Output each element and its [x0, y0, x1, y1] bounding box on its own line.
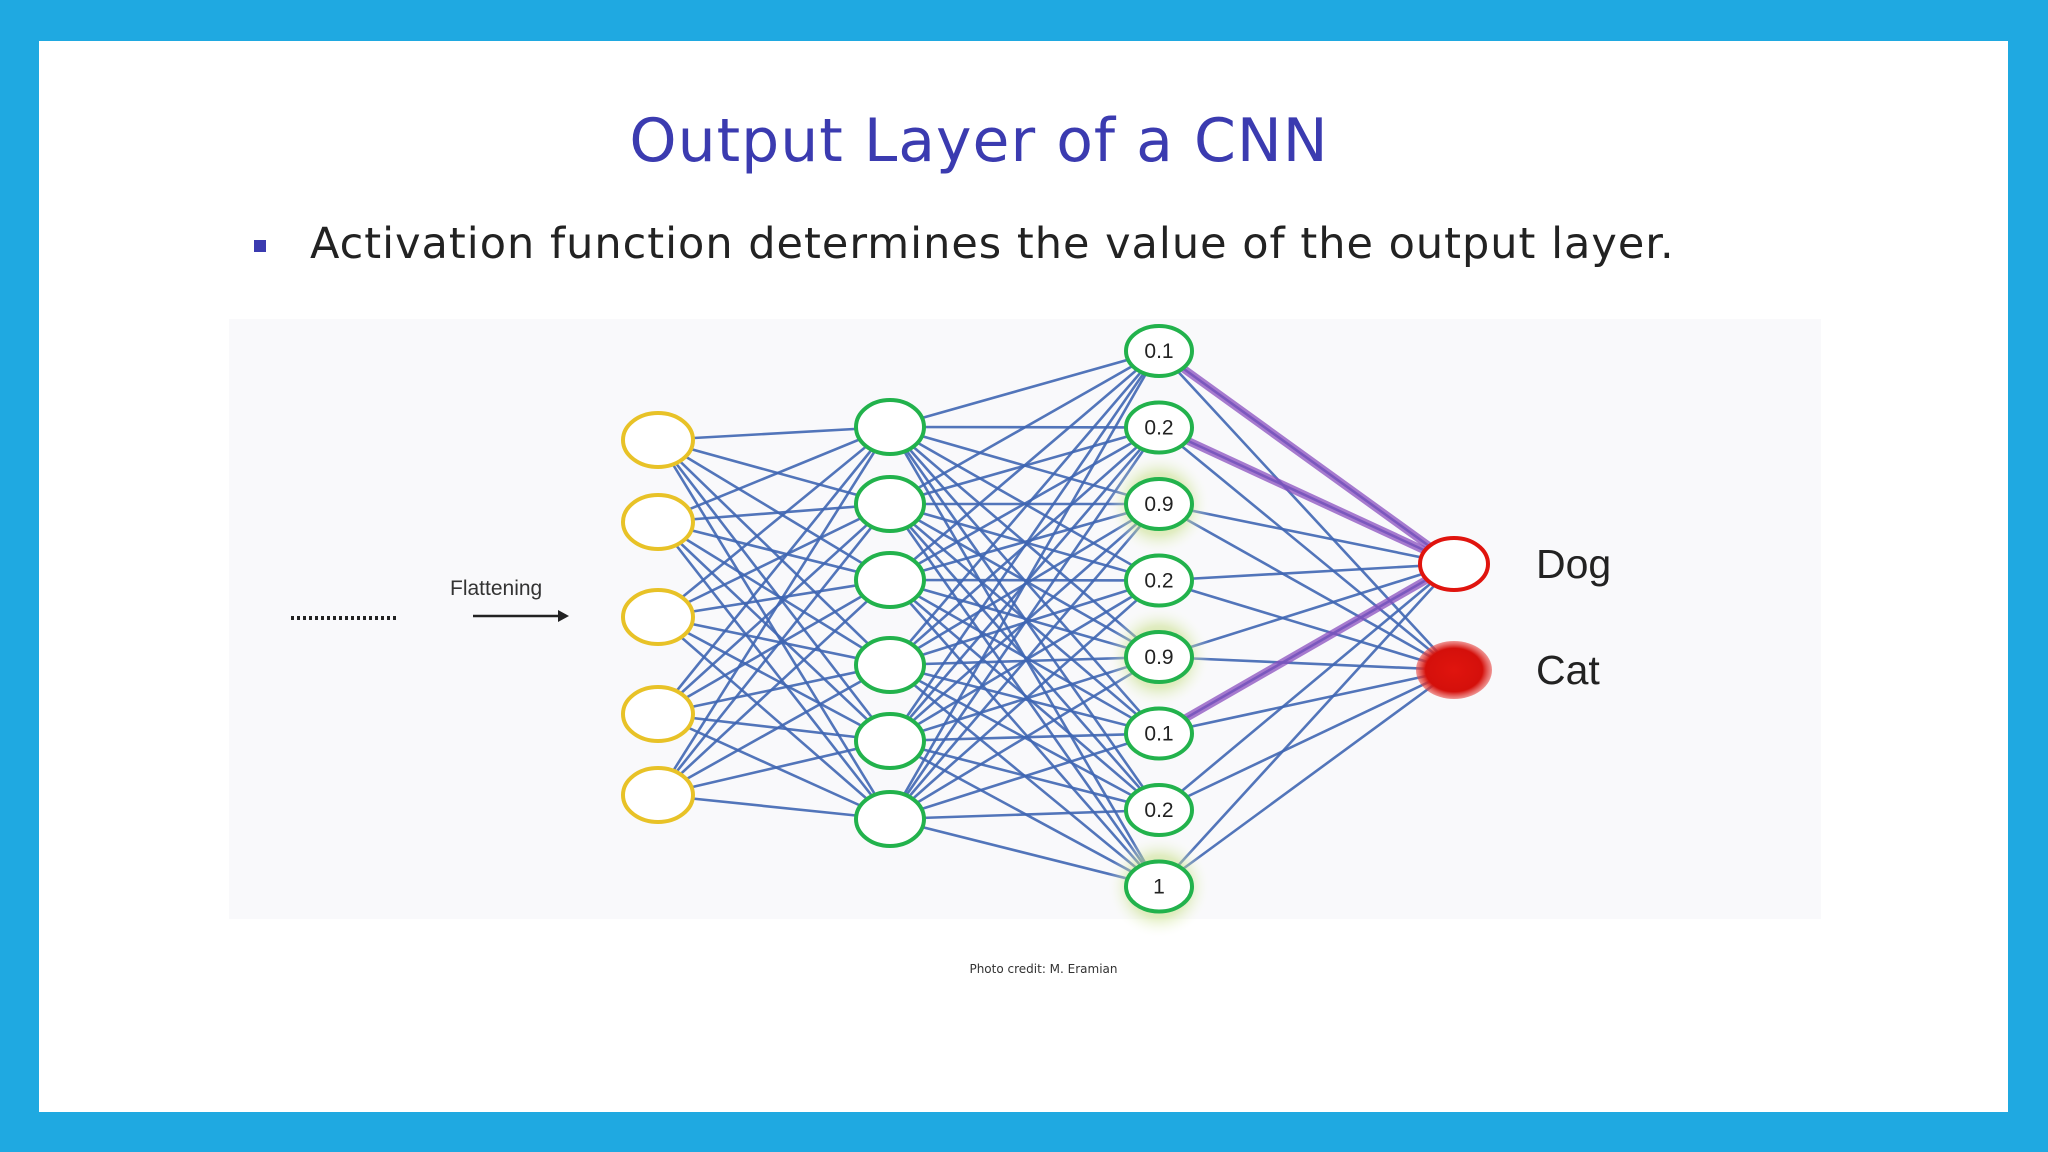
fc-node-value: 0.9 — [1144, 646, 1173, 669]
edge-input-hidden — [657, 616, 891, 820]
edge-input-hidden — [657, 438, 891, 506]
input-node — [621, 493, 695, 551]
edge-fc-output — [1158, 668, 1455, 888]
edge-fc-output — [1158, 563, 1455, 811]
edge-hidden-fc — [889, 808, 1160, 821]
edge-input-hidden — [657, 521, 891, 742]
edge-input-hidden — [657, 663, 891, 716]
edge-hidden-fc — [888, 350, 1161, 820]
slide: Output Layer of a CNN Activation functio… — [39, 41, 2008, 1112]
hidden-node — [854, 398, 926, 456]
edge-input-hidden — [656, 439, 892, 820]
edge-hidden-fc — [889, 349, 1160, 506]
bullet-text: Activation function determines the value… — [310, 219, 1675, 269]
edge-hidden-fc — [889, 578, 1160, 582]
edge-hidden-fc — [889, 350, 1160, 581]
edge-input-hidden — [656, 426, 892, 715]
fc-node — [1124, 400, 1194, 455]
highlight-edge — [1155, 423, 1458, 568]
edge-fc-output — [1158, 562, 1455, 582]
edge-hidden-fc — [889, 350, 1160, 666]
edge-input-hidden — [656, 426, 892, 796]
edge-input-hidden — [657, 712, 891, 743]
edge-fc-output — [1158, 668, 1455, 812]
edge-input-hidden — [657, 425, 891, 442]
output-node-cat — [1416, 641, 1492, 699]
hidden-node — [854, 636, 926, 694]
input-node — [621, 411, 695, 469]
edge-input-hidden — [657, 425, 891, 619]
edge-input-hidden — [656, 439, 892, 742]
edge-input-hidden — [657, 425, 891, 524]
edge-input-hidden — [657, 793, 891, 821]
input-node — [621, 588, 695, 646]
edge-input-hidden — [657, 520, 891, 582]
fc-node — [1124, 477, 1194, 531]
fc-node-value: 0.2 — [1144, 417, 1173, 440]
edge-fc-output — [1158, 563, 1455, 888]
fc-node-value: 1 — [1153, 876, 1165, 899]
fc-node — [1124, 553, 1194, 608]
fc-node — [1124, 706, 1194, 761]
edge-fc-output — [1158, 668, 1455, 735]
highlighted-edges — [1155, 347, 1458, 738]
edge-hidden-fc — [889, 579, 1160, 811]
flatten-label: Flattening — [450, 577, 542, 600]
bullet-marker — [254, 240, 266, 252]
flatten-arrow — [473, 610, 569, 622]
edge-input-hidden — [657, 615, 891, 743]
hidden-node — [854, 551, 926, 609]
fc-node-value: 0.1 — [1144, 723, 1173, 746]
fc-node — [1124, 783, 1194, 837]
hidden-node — [854, 475, 926, 533]
input-node — [621, 685, 695, 743]
output-node-dog — [1418, 536, 1490, 592]
edge-input-hidden — [656, 503, 892, 796]
edge-hidden-fc — [889, 732, 1160, 821]
network-nodes: 0.1 0.2 0.9 0.2 0.9 0.1 0.2 1 — [621, 324, 1492, 914]
output-label-cat: Cat — [1536, 647, 1600, 693]
hidden-node — [854, 712, 926, 770]
edge-input-hidden — [657, 502, 891, 619]
edge-input-hidden — [657, 579, 891, 796]
photo-credit: Photo credit: M. Eramian — [969, 962, 1118, 976]
edge-input-hidden — [656, 521, 892, 820]
edge-fc-output — [1158, 426, 1455, 672]
edge-hidden-fc — [889, 426, 1160, 582]
edge-input-hidden — [657, 615, 891, 667]
hidden-node — [854, 790, 926, 848]
highlight-edge — [1155, 560, 1458, 738]
edge-input-hidden — [657, 520, 891, 667]
slide-title: Output Layer of a CNN — [629, 106, 1329, 176]
fc-node — [1124, 859, 1194, 914]
edge-fc-output — [1158, 502, 1455, 672]
edge-input-hidden — [657, 502, 891, 524]
fc-node — [1124, 324, 1194, 378]
edge-hidden-fc — [889, 349, 1160, 429]
edge-hidden-fc — [889, 579, 1160, 820]
edge-input-hidden — [657, 439, 891, 666]
highlight-edge — [1155, 347, 1458, 568]
edge-fc-output — [1158, 579, 1455, 672]
fc-node-value: 0.9 — [1144, 493, 1173, 516]
edge-hidden-fc — [889, 655, 1160, 821]
edge-input-hidden — [657, 739, 891, 797]
fc-node-value: 0.1 — [1144, 340, 1173, 363]
output-label-dog: Dog — [1536, 541, 1611, 587]
input-node — [621, 766, 695, 824]
edge-input-hidden — [657, 663, 891, 797]
fc-node-value: 0.2 — [1144, 799, 1173, 822]
edge-hidden-fc — [888, 350, 1161, 742]
fc-node-value: 0.2 — [1144, 570, 1173, 593]
edge-input-hidden — [657, 578, 891, 716]
edge-hidden-fc — [889, 578, 1160, 735]
edge-hidden-fc — [889, 579, 1160, 888]
bullet-item: Activation function determines the value… — [254, 219, 1675, 269]
edge-hidden-fc — [889, 503, 1160, 820]
edge-input-hidden — [657, 578, 891, 619]
edge-input-hidden — [657, 438, 891, 582]
fc-node — [1124, 630, 1194, 684]
